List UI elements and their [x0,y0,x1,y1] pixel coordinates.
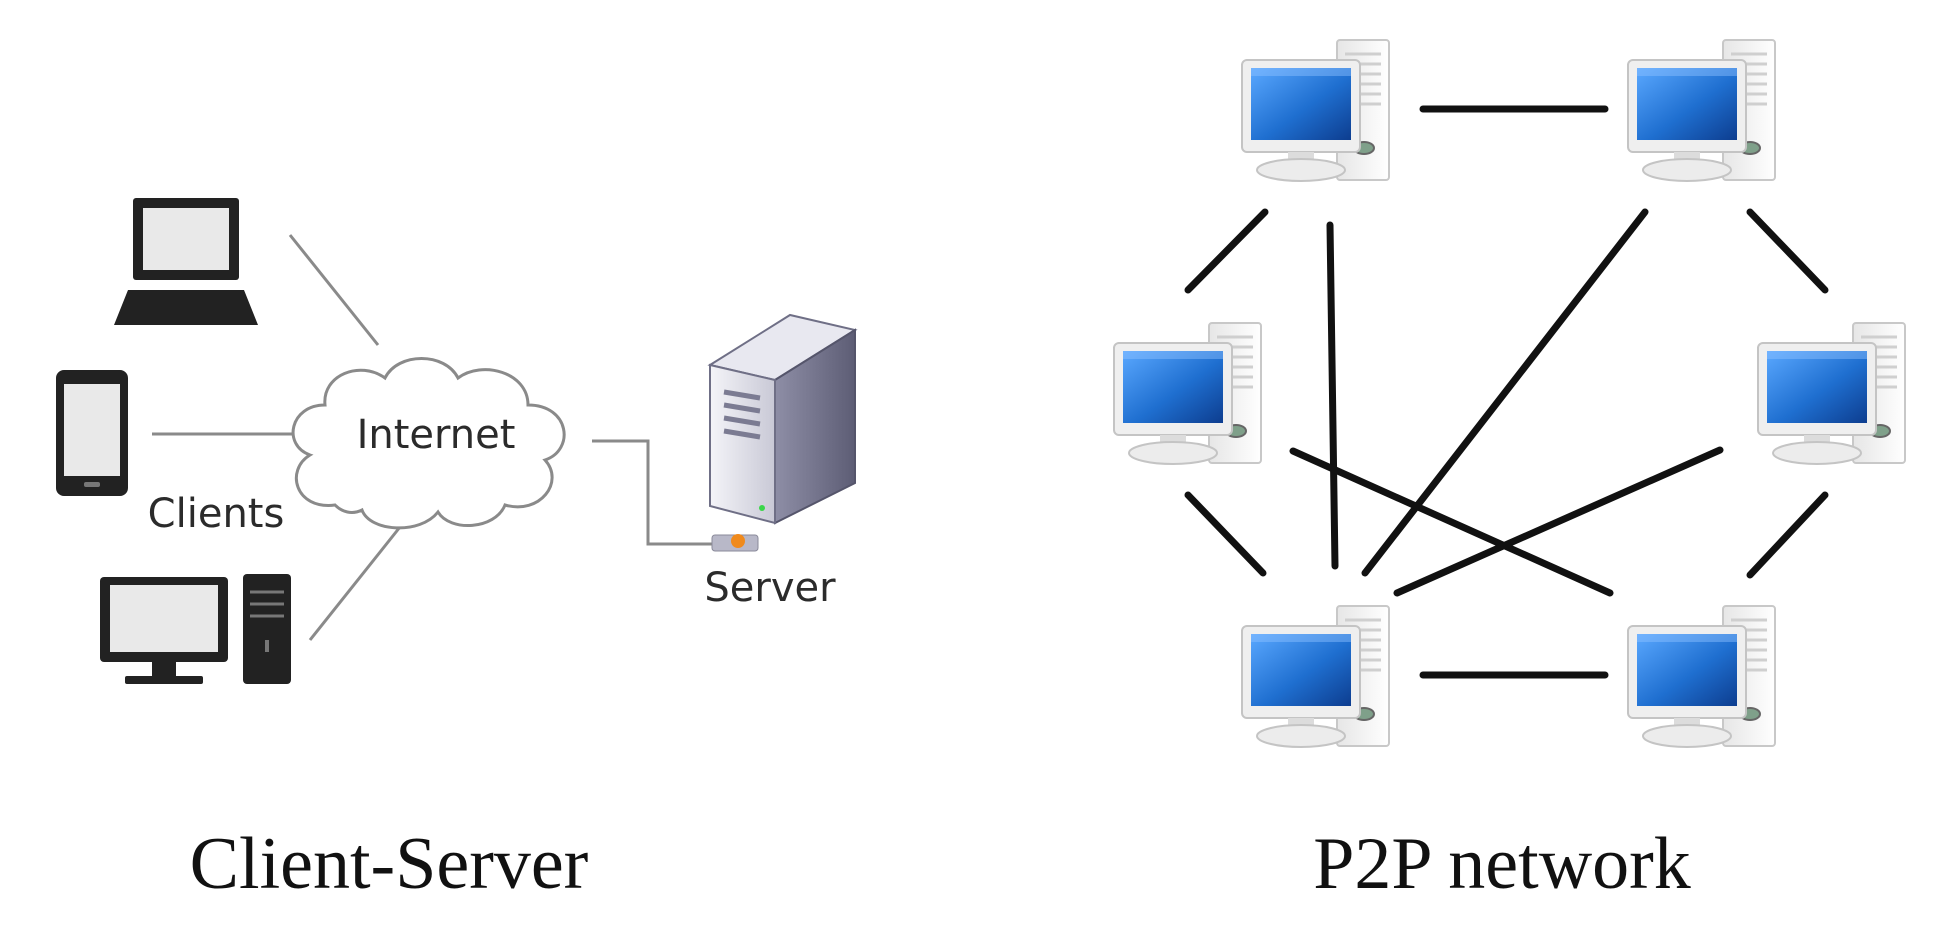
client-server-diagram: Internet Clients Server Client-Server [56,198,858,905]
link-top-left-middle-left [1184,208,1269,294]
laptop-connection [288,234,380,346]
internet-label: Internet [357,412,516,458]
p2p-diagram: P2P network [1112,38,1907,905]
client-server-title: Client-Server [190,823,589,905]
link-middle-left-bottom-right [1289,447,1614,597]
clients-label: Clients [148,491,285,537]
link-middle-right-bottom-left [1393,446,1724,597]
peer-computer-icon [1240,604,1391,749]
p2p-title: P2P network [1313,823,1691,905]
cloud-icon [291,357,566,530]
laptop-icon [114,198,258,325]
server-icon [707,313,858,552]
peer-computer-icon [1626,38,1777,183]
link-top-right-middle-right [1746,208,1829,294]
desktop-connection [308,526,402,641]
link-middle-left-bottom-left [1184,491,1267,577]
server-label: Server [704,565,836,611]
tablet-icon [56,370,128,496]
link-middle-right-bottom-right [1746,491,1829,579]
peer-computer-icon [1626,604,1777,749]
desktop-icon [100,574,291,684]
link-top-left-bottom-left [1326,221,1339,570]
server-connection [592,439,730,546]
peer-computer-icon [1112,321,1263,466]
peer-computer-icon [1756,321,1907,466]
link-top-right-bottom-left [1361,208,1649,577]
peer-computer-icon [1240,38,1391,183]
